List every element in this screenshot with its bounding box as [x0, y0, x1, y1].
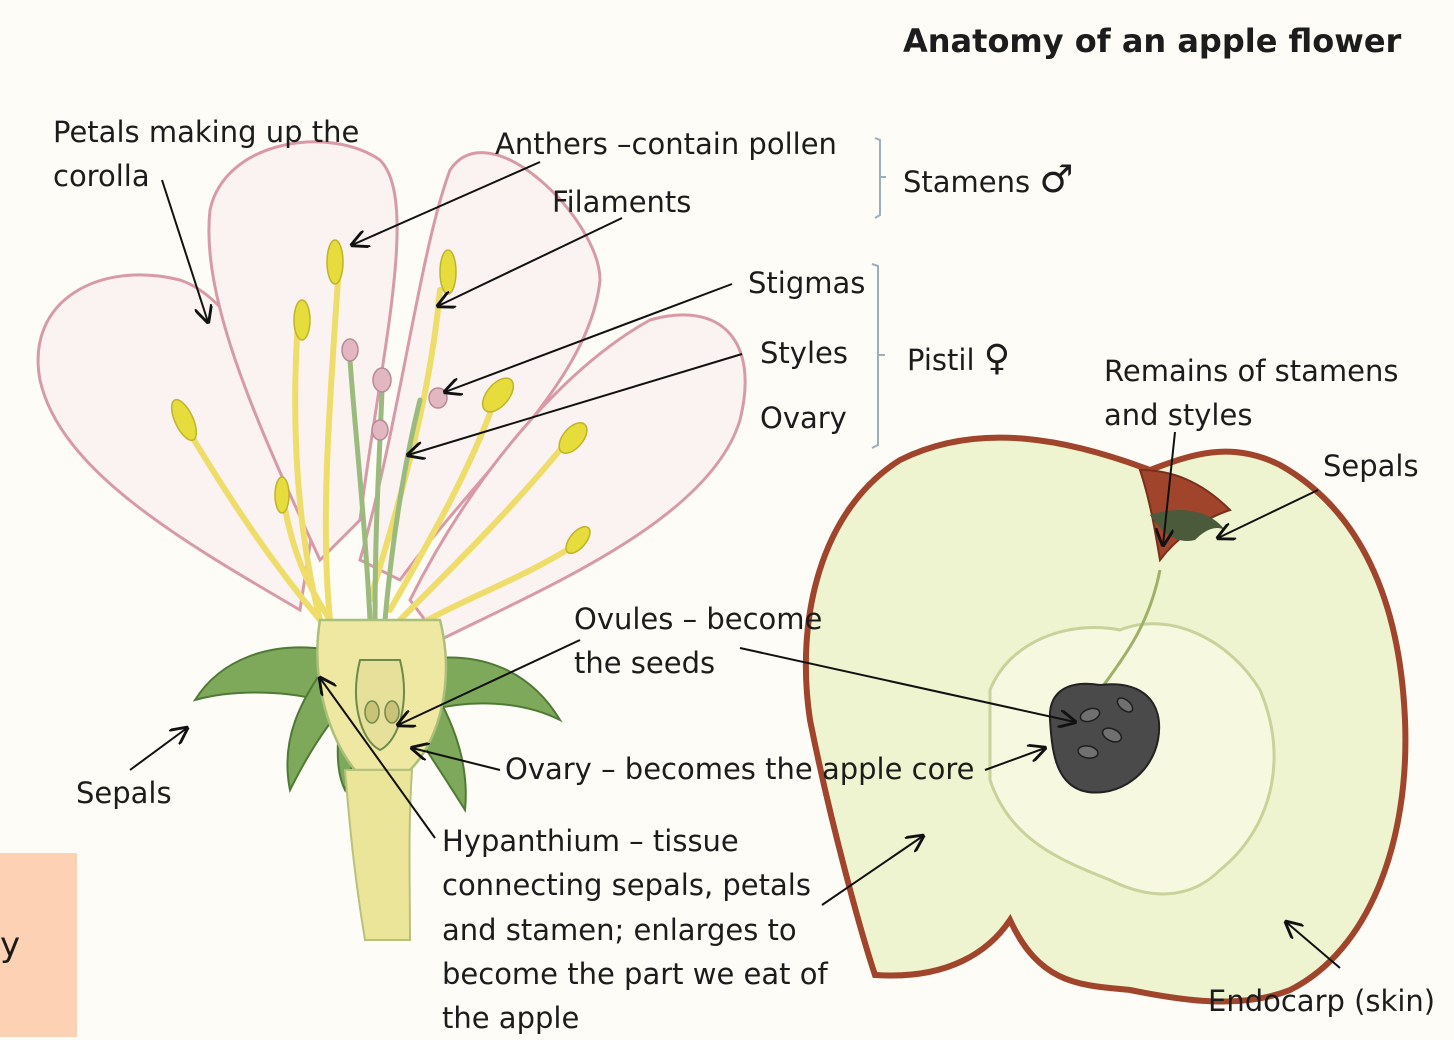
label-anthers: Anthers –contain pollen: [495, 122, 837, 166]
label-ovary-core: Ovary – becomes the apple core: [505, 747, 974, 791]
label-stamens-text: Stamens: [903, 165, 1030, 199]
label-pistil: Pistil ♀: [907, 337, 1010, 382]
label-filaments: Filaments: [552, 180, 691, 224]
stamens-bracket: [875, 138, 886, 218]
label-hypanthium-line5: the apple: [442, 996, 579, 1040]
label-stigmas: Stigmas: [748, 261, 865, 305]
label-pistil-text: Pistil: [907, 343, 975, 377]
label-ovules-line1: Ovules – become: [574, 597, 822, 641]
male-symbol-icon: ♂: [1039, 157, 1073, 201]
label-remains-line2: and styles: [1104, 393, 1252, 437]
label-petals-line2: corolla: [53, 154, 150, 198]
label-endocarp: Endocarp (skin): [1208, 979, 1435, 1023]
label-petals-line1: Petals making up the: [53, 110, 359, 154]
pistil-bracket: [872, 264, 885, 448]
label-sepals-apple: Sepals: [1323, 444, 1419, 488]
stem: [345, 770, 412, 940]
label-ovules-line2: the seeds: [574, 641, 715, 685]
label-styles: Styles: [760, 331, 848, 375]
label-ovary: Ovary: [760, 396, 847, 440]
label-remains-line1: Remains of stamens: [1104, 349, 1398, 393]
diagram-title: Anatomy of an apple flower: [903, 22, 1401, 60]
label-hypanthium-line2: connecting sepals, petals: [442, 863, 811, 907]
label-hypanthium-line4: become the part we eat of: [442, 952, 828, 996]
note-box-text: y: [0, 923, 20, 967]
label-sepals-flower: Sepals: [76, 771, 172, 815]
note-box: y: [0, 853, 77, 1037]
label-stamens: Stamens ♂: [903, 157, 1073, 204]
apple-illustration: [806, 438, 1406, 1002]
label-hypanthium-line1: Hypanthium – tissue: [442, 819, 739, 863]
label-hypanthium-line3: and stamen; enlarges to: [442, 908, 797, 952]
female-symbol-icon: ♀: [984, 338, 1010, 379]
